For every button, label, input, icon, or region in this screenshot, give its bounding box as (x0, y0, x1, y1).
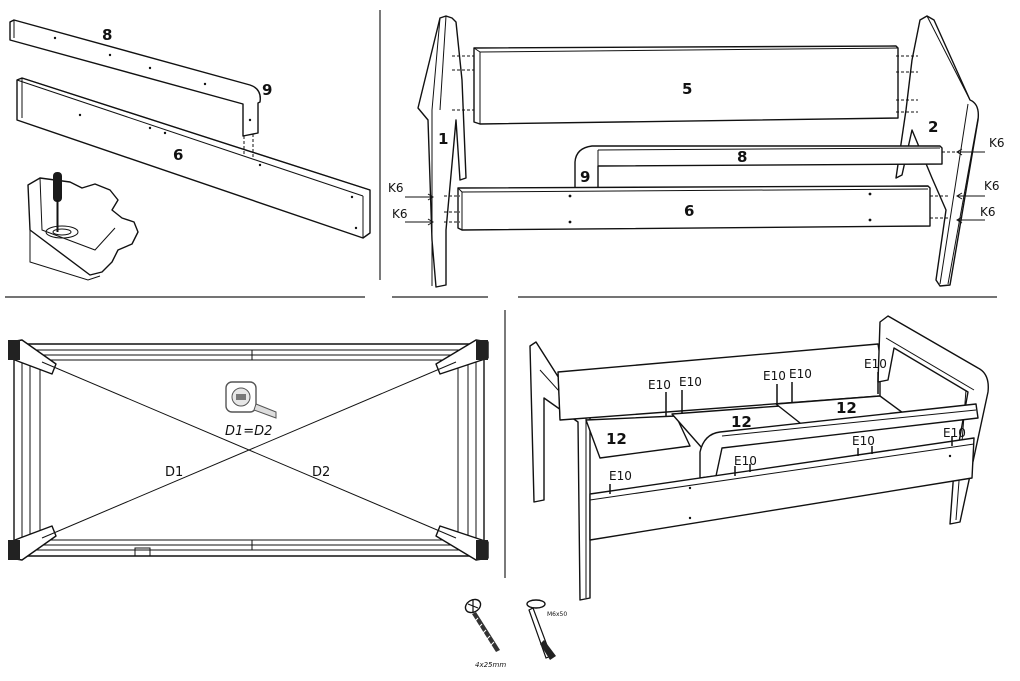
back-board-part-5 (473, 45, 899, 125)
label-part-8: 8 (102, 26, 112, 44)
label-slat-12: 12 (836, 399, 857, 417)
label-e10: E10 (852, 434, 875, 448)
label-k6: K6 (980, 205, 996, 219)
label-part-9: 9 (580, 168, 590, 186)
label-part-8: 8 (737, 148, 747, 166)
label-slat-12: 12 (606, 430, 627, 448)
label-d1: D1 (165, 465, 183, 480)
label-part-9: 9 (262, 81, 272, 99)
label-k6: K6 (984, 179, 1000, 193)
label-slat-12: 12 (731, 413, 752, 431)
hardware-legend: 4x25mm M6x50 (464, 598, 567, 669)
label-d1-equals-d2: D1=D2 (225, 424, 272, 439)
label-k6: K6 (388, 181, 404, 195)
rail-part-8-assembly (574, 145, 943, 191)
panel-top-left: 8 9 6 (9, 19, 371, 281)
headboard-part-1 (417, 15, 467, 288)
wood-screw-icon (464, 598, 500, 652)
bolt-arrows (405, 148, 985, 226)
bolt-icon (526, 599, 556, 660)
label-e10: E10 (943, 426, 966, 440)
label-part-2: 2 (928, 118, 938, 136)
label-e10: E10 (679, 375, 702, 389)
label-part-5: 5 (682, 80, 692, 98)
board-part-6 (16, 77, 371, 239)
label-part-6: 6 (684, 202, 694, 220)
label-bolt-size: M6x50 (547, 611, 567, 618)
label-e10: E10 (609, 469, 632, 483)
label-e10: E10 (864, 357, 887, 371)
label-e10: E10 (763, 369, 786, 383)
label-e10: E10 (734, 454, 757, 468)
screwdriver-icon (53, 172, 62, 232)
panel-top-right: 1 2 5 8 9 6 K6 K6 K6 K6 K6 (388, 15, 1005, 288)
panel-separators (5, 10, 997, 578)
label-e10: E10 (648, 378, 671, 392)
label-k6: K6 (392, 207, 408, 221)
label-part-1: 1 (438, 130, 448, 148)
label-screw-size: 4x25mm (475, 661, 506, 669)
screwdriver-detail-inset (27, 172, 139, 281)
panel-bottom-right: 12 12 12 E10 E10 E10 E10 E10 E10 E10 E10… (529, 315, 989, 601)
label-e10: E10 (789, 367, 812, 381)
front-board-part-6 (457, 185, 931, 231)
label-part-6: 6 (173, 146, 183, 164)
tape-measure-icon (225, 381, 277, 419)
label-d2: D2 (312, 465, 330, 480)
panel-bottom-left: D1=D2 D1 D2 (8, 339, 489, 561)
screw-markers (609, 372, 953, 494)
rail-part-8 (9, 19, 261, 137)
label-k6: K6 (989, 136, 1005, 150)
